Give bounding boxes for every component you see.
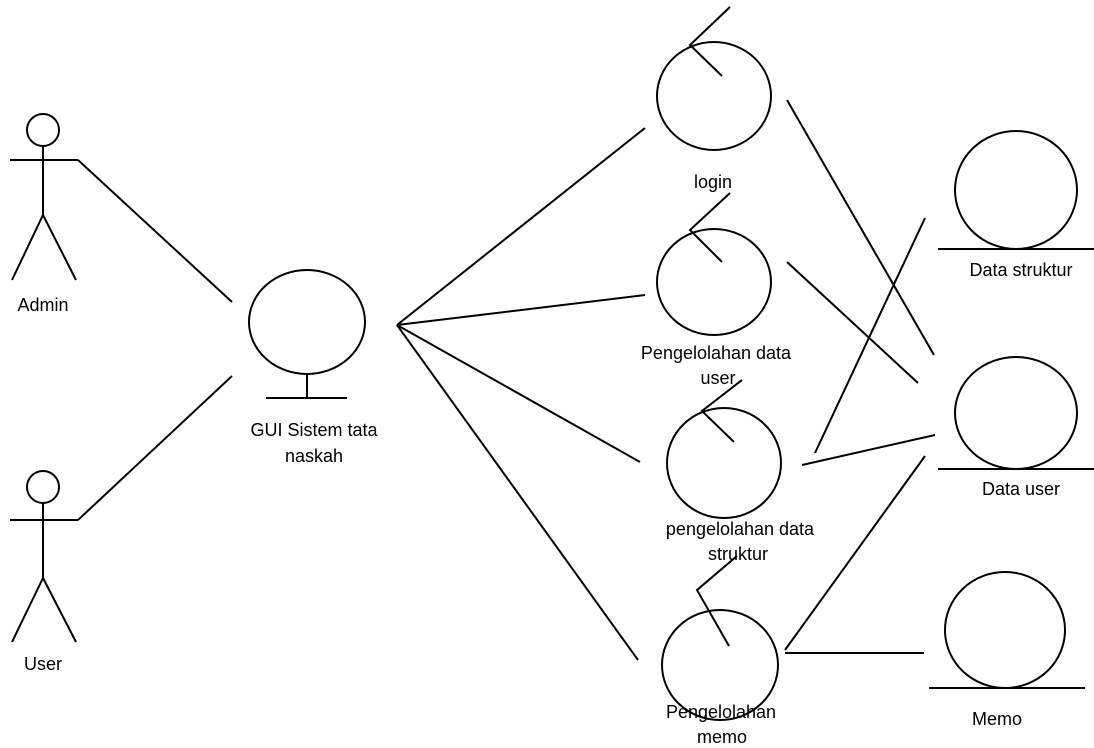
actor-label-user: User [24,654,62,674]
control-label-line1: Pengelolahan [666,702,776,722]
assoc-gui-memo [396,324,639,661]
actor-leg-left [11,214,44,281]
entity-label-data-user: Data user [982,479,1060,499]
assoc-data-struktur-entity [814,217,926,454]
assoc-login-data-user [786,99,935,356]
assoc-admin-gui [77,159,233,303]
entity-memo: Memo [929,571,1085,729]
entity-circle [954,130,1078,250]
control-label-line1: pengelolahan data [666,519,815,539]
control-circle [666,407,782,519]
entity-data-user: Data user [938,356,1094,499]
control-label-login: login [694,172,732,192]
entity-data-struktur: Data struktur [938,130,1094,280]
actor-head [26,113,60,147]
control-arrow [700,379,743,443]
control-label-line2: struktur [708,544,768,564]
actor-head [26,470,60,504]
actor-label-admin: Admin [17,295,68,315]
assoc-data-struktur-data-user [801,434,936,466]
control-circle [656,41,772,151]
boundary-gui-sistem-tata-naskah: GUI Sistem tata naskah [248,269,379,466]
boundary-label-line2: naskah [285,446,343,466]
control-arrow [695,555,738,647]
actor-leg-right [42,577,77,643]
entity-circle [954,356,1078,470]
control-login: login [656,6,772,192]
assoc-user-gui [77,375,233,521]
assoc-data-user-entity [786,261,919,384]
actor-user: User [10,470,78,674]
assoc-gui-data-struktur [396,324,641,463]
assoc-gui-login [396,127,646,326]
control-pengelolahan-memo: Pengelolahan memo [661,555,779,747]
boundary-label-line1: GUI Sistem tata [250,420,378,440]
entity-label-data-struktur: Data struktur [969,260,1072,280]
control-arrow [688,6,731,77]
actor-leg-right [42,214,77,281]
assoc-gui-data-user [396,294,646,326]
entity-label-memo: Memo [972,709,1022,729]
control-circle [656,228,772,336]
control-arrow [688,192,731,263]
control-pengelolahan-data-struktur: pengelolahan data struktur [666,379,815,564]
control-label-line2: user [700,368,735,388]
entity-circle [944,571,1066,689]
actor-leg-left [11,577,44,643]
control-pengelolahan-data-user: Pengelolahan data user [641,192,792,388]
control-label-line2: memo [697,727,747,747]
control-label-line1: Pengelolahan data [641,343,792,363]
control-circle [661,609,779,721]
assoc-memo-data-user [784,455,926,651]
actor-admin: Admin [10,113,78,315]
association-lines [77,99,936,661]
boundary-circle [248,269,366,375]
